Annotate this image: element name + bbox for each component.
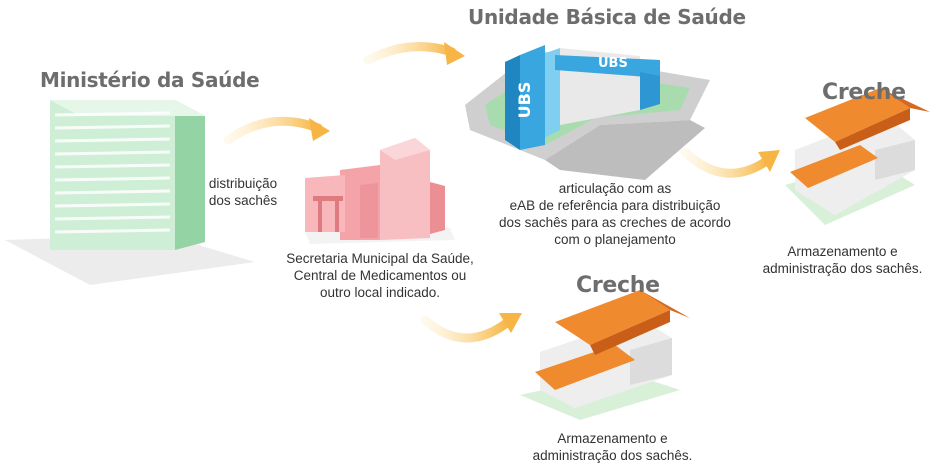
secretaria-caption-line: outro local indicado. <box>319 285 441 300</box>
ubs-sign-side: UBS <box>515 82 534 119</box>
arrow-ministerio-to-secretaria <box>223 116 330 145</box>
secretaria-caption-line: Secretaria Municipal da Saúde, <box>286 251 474 266</box>
ministerio-title: Ministério da Saúde <box>40 68 260 92</box>
creche-right-caption: Armazenamento e administração dos sachês… <box>755 243 930 277</box>
secretaria-building-icon <box>305 138 455 244</box>
ubs-title: Unidade Básica de Saúde <box>468 5 746 29</box>
articulacao-line: dos sachês para as creches de acordo <box>499 215 731 230</box>
distribuicao-line: dos sachês <box>208 193 278 208</box>
creche-bottom-caption-line: administração dos sachês. <box>532 448 693 463</box>
ubs-building-icon <box>465 45 710 180</box>
articulacao-line: eAB de referência para distribuição <box>509 198 721 213</box>
creche-right-caption-line: administração dos sachês. <box>762 261 923 276</box>
distribuicao-label: distribuição dos sachês <box>198 175 288 209</box>
ministry-building-icon <box>5 100 255 285</box>
arrow-secretaria-to-creche-bottom <box>420 313 522 343</box>
secretaria-caption-line: Central de Medicamentos ou <box>293 268 467 283</box>
secretaria-caption: Secretaria Municipal da Saúde, Central d… <box>275 250 485 301</box>
creche-right-title: Creche <box>822 80 906 105</box>
arrow-ubs-to-creche-right <box>680 147 780 178</box>
creche-bottom-title: Creche <box>576 273 660 298</box>
articulacao-line: articulação com as <box>558 181 672 196</box>
ubs-sign-front: UBS <box>598 56 628 71</box>
creche-bottom-caption-line: Armazenamento e <box>557 431 668 446</box>
creche-bottom-house-icon <box>520 290 690 420</box>
creche-bottom-caption: Armazenamento e administração dos sachês… <box>525 430 700 464</box>
distribuicao-line: distribuição <box>208 176 278 191</box>
articulacao-line: com o planejamento <box>554 232 676 247</box>
creche-right-caption-line: Armazenamento e <box>787 244 898 259</box>
articulacao-label: articulação com as eAB de referência par… <box>485 180 745 248</box>
creche-right-house-icon <box>785 88 930 225</box>
arrow-secretaria-to-ubs <box>363 42 465 65</box>
